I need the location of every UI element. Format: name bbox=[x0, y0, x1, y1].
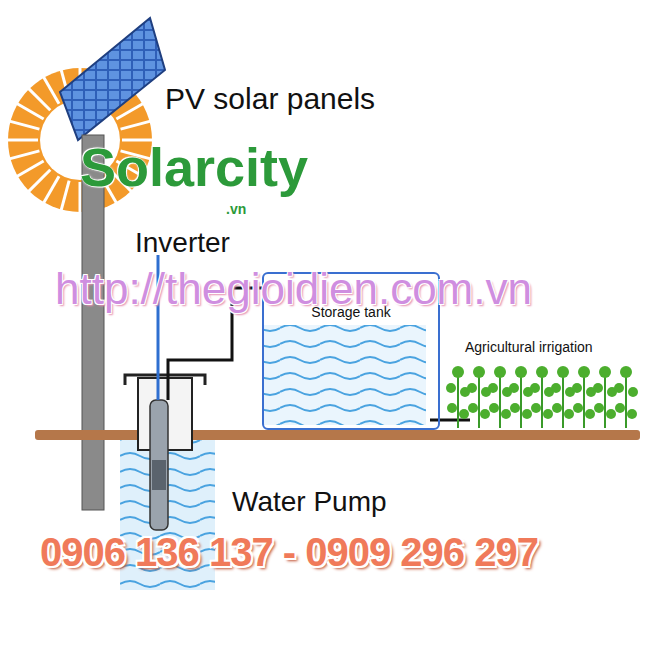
plant-leaf bbox=[522, 409, 532, 419]
plant-stem bbox=[583, 375, 585, 428]
plant-leaf bbox=[628, 387, 638, 397]
plant-stem bbox=[625, 375, 627, 428]
plant-leaf bbox=[489, 403, 499, 413]
plant-leaf bbox=[467, 383, 477, 393]
plant-leaf bbox=[564, 409, 574, 419]
plant-stem bbox=[562, 375, 564, 428]
panel-label: PV solar panels bbox=[165, 82, 375, 115]
plant-stem bbox=[604, 375, 606, 428]
plant-leaf bbox=[615, 403, 625, 413]
plant-leaf bbox=[585, 409, 595, 419]
plant-leaf bbox=[536, 366, 548, 378]
sun-ray bbox=[121, 121, 152, 129]
plant-leaf bbox=[572, 383, 582, 393]
plant-leaf bbox=[459, 409, 469, 419]
plant-leaf bbox=[594, 403, 604, 413]
plant-leaf bbox=[599, 366, 611, 378]
sun-ray bbox=[16, 161, 44, 177]
plant-leaf bbox=[593, 383, 603, 393]
logo-domain: .vn bbox=[226, 202, 246, 217]
plant-leaf bbox=[578, 366, 590, 378]
sun-ray bbox=[43, 176, 59, 204]
plant-leaf bbox=[488, 383, 498, 393]
watermark: http://thegioidien.com.vn bbox=[55, 265, 532, 313]
tank-waves bbox=[264, 325, 426, 425]
sun-ray bbox=[28, 170, 51, 193]
plant-leaf bbox=[551, 383, 561, 393]
plant-leaf bbox=[468, 403, 478, 413]
solar-panel bbox=[60, 18, 165, 140]
logo-text: Solarcity bbox=[80, 138, 308, 197]
sun-ray bbox=[9, 121, 40, 129]
plants bbox=[446, 366, 638, 428]
plant-leaf bbox=[510, 403, 520, 413]
plant-leaf bbox=[552, 403, 562, 413]
pump-motor bbox=[152, 460, 166, 490]
plant-leaf bbox=[614, 383, 624, 393]
phone-number: 0906 136 137 - 0909 296 297 bbox=[40, 530, 538, 574]
plant-leaf bbox=[627, 409, 637, 419]
plant-leaf bbox=[543, 409, 553, 419]
plant-leaf bbox=[515, 366, 527, 378]
plant-stem bbox=[541, 375, 543, 428]
plant-leaf bbox=[501, 409, 511, 419]
plant-leaf bbox=[494, 366, 506, 378]
plant-stem bbox=[478, 375, 480, 428]
ground bbox=[35, 430, 640, 440]
plant-leaf bbox=[606, 409, 616, 419]
sun-ray bbox=[16, 103, 44, 119]
plant-leaf bbox=[557, 366, 569, 378]
sun-ray bbox=[9, 151, 40, 159]
water-pump bbox=[150, 400, 168, 530]
plant-stem bbox=[499, 375, 501, 428]
plant-leaf bbox=[480, 409, 490, 419]
plant-leaf bbox=[531, 403, 541, 413]
plant-leaf bbox=[452, 366, 464, 378]
plant-stem bbox=[520, 375, 522, 428]
sun-ray bbox=[61, 181, 69, 212]
plant-leaf bbox=[473, 366, 485, 378]
inverter-label: Inverter bbox=[135, 228, 230, 259]
plant-leaf bbox=[447, 403, 457, 413]
pump-label: Water Pump bbox=[232, 487, 387, 518]
plant-stem bbox=[457, 375, 459, 428]
irrigation-label: Agricultural irrigation bbox=[465, 340, 593, 355]
tank-water bbox=[264, 325, 426, 425]
plant-leaf bbox=[509, 383, 519, 393]
plant-leaf bbox=[446, 383, 456, 393]
plant-leaf bbox=[530, 383, 540, 393]
plant-leaf bbox=[573, 403, 583, 413]
sun-ray bbox=[28, 88, 51, 111]
sun-ray bbox=[43, 76, 59, 104]
plant-leaf bbox=[620, 366, 632, 378]
sun-ray bbox=[6, 139, 38, 142]
